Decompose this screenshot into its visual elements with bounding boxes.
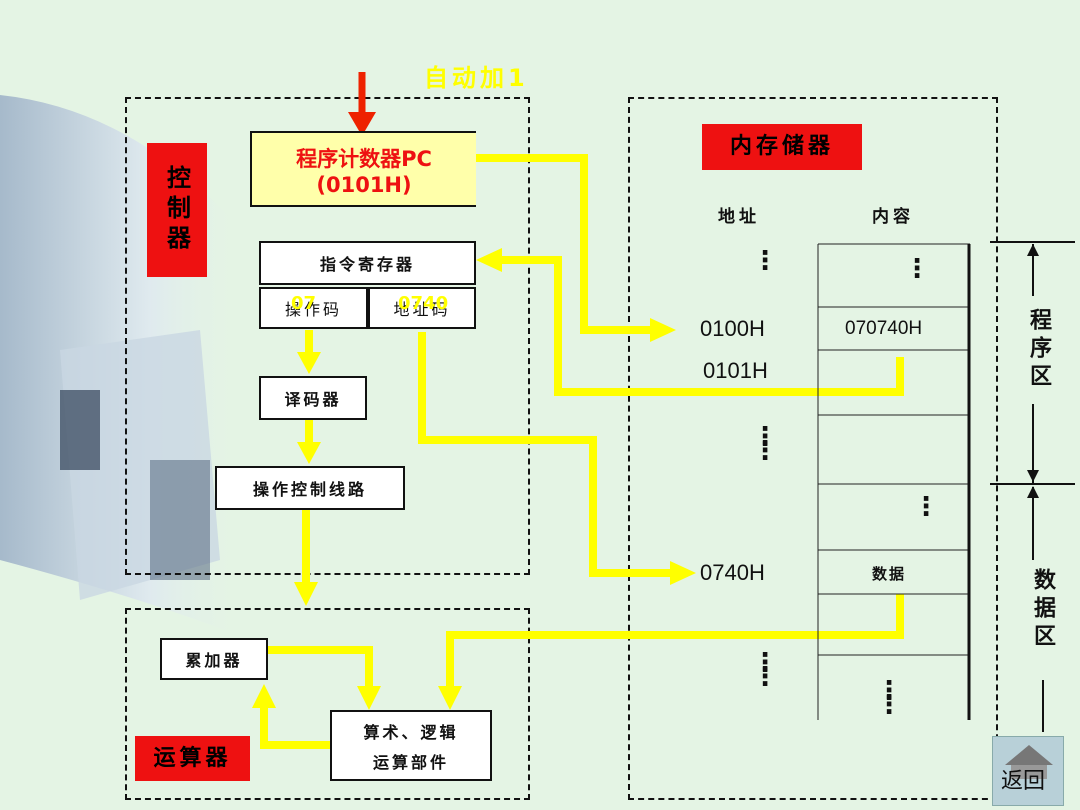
- content-ellipsis-2: ⋮: [913, 492, 939, 522]
- column-content-header: 内容: [872, 207, 914, 227]
- memory-cell-data: 数据: [872, 565, 907, 583]
- content-ellipsis-3: ⋮⋮: [876, 676, 902, 720]
- opcode-field: 操作码 07: [259, 287, 368, 329]
- data-area-label: 数据区: [1030, 568, 1055, 652]
- controller-region: [125, 97, 530, 575]
- column-address-header: 地址: [718, 207, 760, 227]
- accumulator-box: 累加器: [160, 638, 268, 680]
- instruction-register: 指令寄存器: [259, 241, 476, 285]
- back-button[interactable]: 返回: [992, 736, 1064, 806]
- home-icon: [1005, 745, 1053, 779]
- program-counter-value: (0101H): [316, 173, 412, 197]
- address-code-label: 地址码: [393, 300, 451, 319]
- memory-cell-070740h: 070740H: [845, 318, 923, 339]
- address-ellipsis-1: ⋮: [752, 246, 778, 276]
- memory-title: 内存储器: [702, 124, 862, 170]
- memory-region: [628, 97, 998, 800]
- auto-increment-label: 自动加1: [424, 64, 529, 92]
- address-code-field: 地址码 0740: [368, 287, 476, 329]
- address-code-value: 0740: [398, 293, 449, 314]
- opcode-value: 07: [291, 293, 317, 314]
- address-0100h: 0100H: [700, 316, 765, 341]
- address-ellipsis-3: ⋮⋮: [752, 648, 778, 692]
- alu-unit-box: 算术、逻辑 运算部件: [330, 710, 492, 781]
- alu-label: 运算器: [135, 736, 250, 781]
- opcode-label: 操作码: [284, 300, 342, 319]
- alu-region: [125, 608, 530, 800]
- control-circuit-box: 操作控制线路: [215, 466, 405, 510]
- address-0101h: 0101H: [703, 358, 768, 383]
- address-0740h: 0740H: [700, 560, 765, 585]
- program-counter-box: 程序计数器PC (0101H): [250, 131, 476, 207]
- controller-label: 控制器: [147, 143, 207, 277]
- alu-unit-line1: 算术、逻辑: [363, 722, 459, 742]
- address-ellipsis-2: ⋮⋮: [752, 422, 778, 466]
- program-area-label: 程序区: [1026, 308, 1051, 392]
- alu-unit-line2: 运算部件: [372, 752, 449, 772]
- content-ellipsis-1: ⋮: [904, 254, 930, 284]
- decoder-box: 译码器: [259, 376, 367, 420]
- program-counter-title: 程序计数器PC: [296, 147, 432, 171]
- back-button-label: 返回: [1001, 769, 1046, 794]
